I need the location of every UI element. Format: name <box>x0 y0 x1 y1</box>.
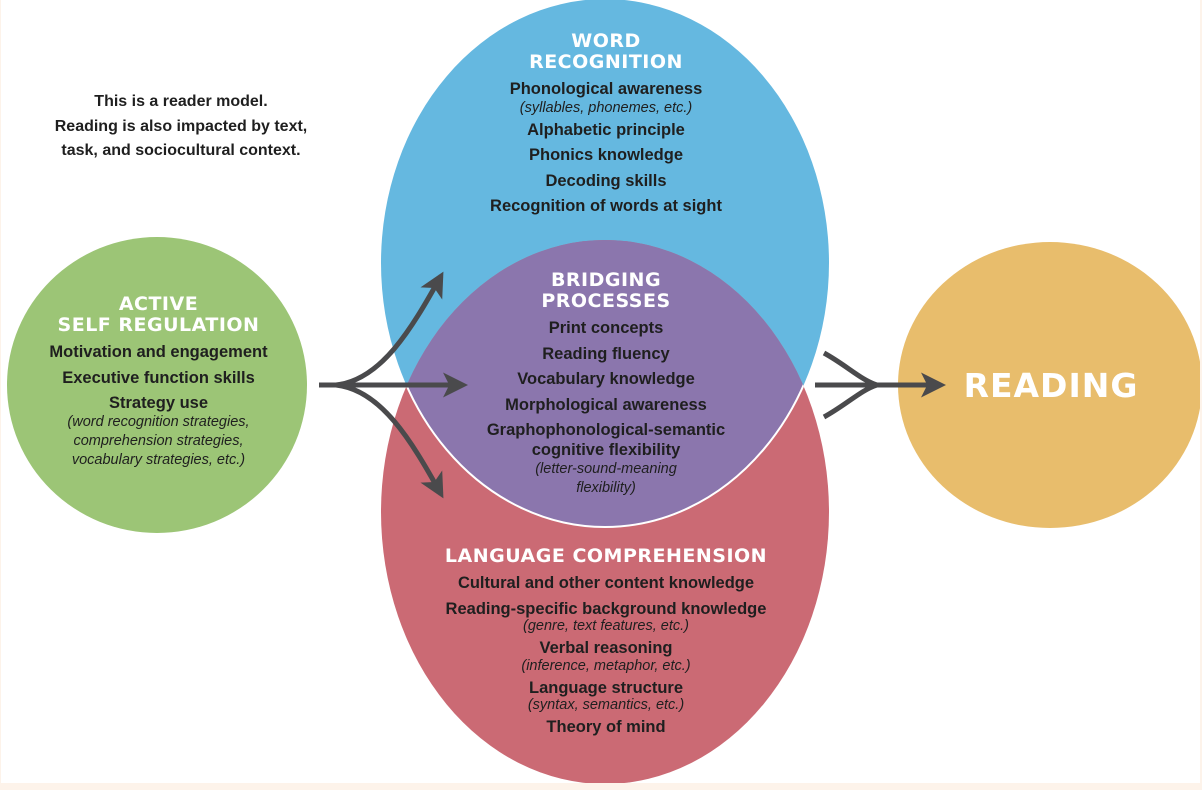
word-recognition-content: WORD RECOGNITION Phonological awareness … <box>431 31 781 220</box>
active-self-regulation-title: ACTIVE SELF REGULATION <box>21 294 296 336</box>
item-note-line: (letter-sound-meaning <box>535 461 677 477</box>
note-line: task, and sociocultural context. <box>61 142 301 159</box>
list-item: Language structure (syntax, semantics, e… <box>411 676 801 716</box>
list-item: Reading-specific background knowledge (g… <box>411 597 801 637</box>
item-note: (syntax, semantics, etc.) <box>527 697 685 713</box>
item-label: Strategy use <box>108 394 209 412</box>
item-label: Verbal reasoning <box>539 639 673 657</box>
list-item: Cultural and other content knowledge <box>457 574 755 592</box>
word-recognition-title: WORD RECOGNITION <box>431 31 781 73</box>
language-comprehension-content: LANGUAGE COMPREHENSION Cultural and othe… <box>411 546 801 741</box>
arrow-to-word-recognition <box>335 271 444 388</box>
list-item: Graphophonological-semantic cognitive fl… <box>441 420 771 498</box>
reading-circle <box>898 242 1200 528</box>
item-label-line: cognitive flexibility <box>531 441 681 459</box>
item-note: (genre, text features, etc.) <box>522 618 690 634</box>
list-item: Phonological awareness (syllables, phone… <box>431 77 781 118</box>
title-line: ACTIVE <box>118 293 199 315</box>
list-item: Vocabulary knowledge <box>517 370 695 388</box>
item-label: Language structure <box>528 678 684 697</box>
arrow-from-word-recognition <box>822 350 878 388</box>
note-line: Reading is also impacted by text, <box>54 117 308 135</box>
bridging-processes-lens <box>381 240 829 528</box>
list-item: Alphabetic principle <box>527 120 685 139</box>
arrow-to-language-comprehension <box>335 382 444 499</box>
list-item: Recognition of words at sight <box>490 197 722 215</box>
note-line: This is a reader model. <box>94 93 268 110</box>
list-item: Verbal reasoning (inference, metaphor, e… <box>411 636 801 676</box>
item-label-line: Graphophonological-semantic <box>486 421 726 439</box>
item-label: Phonological awareness <box>509 80 703 98</box>
list-item: Decoding skills <box>545 171 667 190</box>
reader-model-note: This is a reader model. Reading is also … <box>41 90 321 164</box>
item-note-line: comprehension strategies, <box>73 432 244 449</box>
language-comprehension-title: LANGUAGE COMPREHENSION <box>444 545 768 567</box>
active-self-regulation-circle <box>7 237 307 533</box>
title-line: BRIDGING <box>550 269 662 291</box>
reading-title: READING <box>963 366 1139 405</box>
title-line: WORD <box>571 30 641 52</box>
list-item: Phonics knowledge <box>528 146 684 164</box>
title-line: SELF REGULATION <box>57 314 260 336</box>
title-line: RECOGNITION <box>529 51 683 73</box>
list-item: Print concepts <box>548 319 664 337</box>
output-arrows <box>815 350 946 420</box>
list-item: Reading fluency <box>542 344 670 363</box>
arrow-from-language-comprehension <box>822 382 878 420</box>
bridging-processes-title: BRIDGING PROCESSES <box>441 270 771 312</box>
item-note: (syllables, phonemes, etc.) <box>519 99 693 116</box>
item-note-line: flexibility) <box>576 480 636 496</box>
active-self-regulation-content: ACTIVE SELF REGULATION Motivation and en… <box>21 294 296 470</box>
item-note-line: vocabulary strategies, etc.) <box>71 451 246 468</box>
bridging-processes-content: BRIDGING PROCESSES Print concepts Readin… <box>441 270 771 498</box>
list-item: Executive function skills <box>62 368 255 387</box>
title-line: PROCESSES <box>541 290 671 312</box>
input-arrows <box>319 271 468 499</box>
list-item: Motivation and engagement <box>49 343 268 361</box>
item-label: Reading-specific background knowledge <box>445 599 767 618</box>
item-note: (inference, metaphor, etc.) <box>521 657 691 674</box>
item-note-line: (word recognition strategies, <box>67 413 250 430</box>
list-item: Strategy use (word recognition strategie… <box>21 391 296 470</box>
list-item: Theory of mind <box>546 718 666 736</box>
list-item: Morphological awareness <box>505 395 707 414</box>
